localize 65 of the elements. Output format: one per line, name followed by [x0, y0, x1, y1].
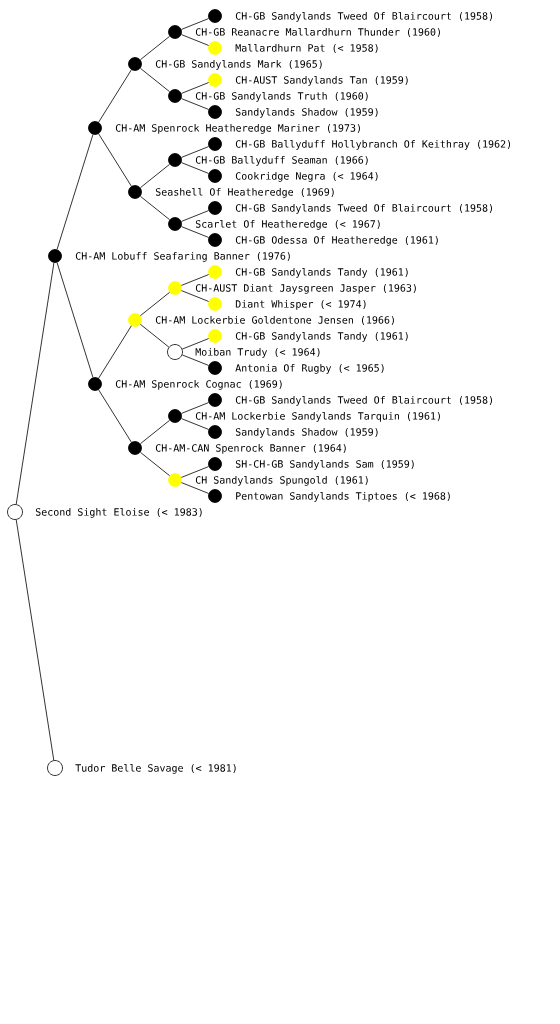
connector-line	[140, 163, 170, 189]
name-label: Moiban Trudy (< 1964)	[195, 348, 320, 358]
name-label: CH-GB Sandylands Tweed Of Blaircourt (1958)	[235, 11, 492, 22]
name-label: CH-GB Ballyduff Seaman (1966)	[195, 155, 368, 166]
name-label: CH-AM Lockerbie Sandylands Tarquin (1961)	[195, 411, 440, 422]
connector-line	[56, 134, 94, 250]
connector-line	[181, 18, 209, 30]
name-label: CH-GB Sandylands Tweed Of Blaircourt (1958)	[235, 395, 492, 406]
connector-line	[140, 451, 170, 477]
connector-line	[181, 210, 209, 222]
connector-line	[181, 354, 209, 366]
name-label: CH-GB Sandylands Tweed Of Blaircourt (1958)	[235, 203, 492, 214]
connector-line	[181, 466, 209, 478]
name-label: CH-GB Sandylands Mark (1965)	[155, 59, 322, 70]
connector-line	[140, 419, 170, 445]
name-label: CH-AUST Diant Jaysgreen Jasper (1963)	[195, 284, 416, 294]
name-label: Mallardhurn Pat (< 1958)	[235, 43, 378, 53]
connector-line	[181, 226, 209, 238]
name-label: CH-GB Odessa Of Heatheredge (1961)	[235, 236, 438, 246]
name-label: Sandylands Shadow (1959)	[235, 427, 378, 438]
connector-line	[56, 262, 94, 378]
name-label: Diant Whisper (< 1974)	[235, 300, 366, 310]
name-label: CH-GB Reanacre Mallardhurn Thunder (1960)	[195, 27, 440, 37]
name-label: CH-AUST Sandylands Tan (1959)	[235, 75, 408, 86]
name-label: Cookridge Negra (< 1964)	[235, 172, 378, 182]
connector-line	[181, 338, 209, 350]
name-label: Antonia Of Rugby (< 1965)	[235, 364, 384, 374]
name-label: Sandylands Shadow (1959)	[235, 107, 378, 118]
connector-line	[181, 82, 209, 94]
connector-line	[181, 146, 209, 158]
connector-line	[181, 402, 209, 414]
connector-line	[15, 262, 55, 505]
connector-line	[98, 389, 132, 443]
name-label: Seashell Of Heatheredge (1969)	[155, 187, 334, 198]
name-label: Tudor Belle Savage (< 1981)	[75, 763, 236, 774]
connector-line	[140, 35, 170, 61]
name-label: Pentowan Sandylands Tiptoes (< 1968)	[236, 491, 450, 502]
name-label: CH-AM Spenrock Cognac (1969)	[115, 380, 282, 390]
connector-line	[98, 133, 132, 187]
connector-line	[181, 418, 209, 430]
name-label: SH-CH-GB Sandylands Sam (1959)	[235, 459, 414, 470]
connector-line	[140, 323, 170, 348]
connector-line	[181, 274, 209, 286]
connector-line	[181, 290, 209, 302]
connector-line	[140, 195, 170, 221]
name-label: CH-GB Sandylands Truth (1960)	[195, 91, 368, 102]
connector-line	[181, 482, 209, 494]
name-label: CH-AM Lobuff Seafaring Banner (1976)	[75, 252, 290, 262]
connector-line	[98, 69, 132, 123]
connector-line	[140, 291, 170, 317]
name-label: CH-GB Sandylands Tandy (1961)	[235, 267, 408, 278]
connector-line	[98, 325, 132, 379]
name-label: CH Sandylands Spungold (1961)	[195, 475, 368, 486]
connector-line	[15, 519, 55, 761]
name-label: Scarlet Of Heatheredge (< 1967)	[195, 219, 380, 230]
name-label: Second Sight Eloise (< 1983)	[35, 507, 202, 518]
name-label: CH-GB Sandylands Tandy (1961)	[235, 331, 408, 342]
name-label: CH-AM-CAN Spenrock Banner (1964)	[155, 444, 346, 454]
connector-line	[181, 34, 209, 46]
name-label: CH-GB Ballyduff Hollybranch Of Keithray (1962)	[235, 139, 511, 150]
connector-line	[140, 67, 170, 93]
name-label: CH-AM Spenrock Heatheredge Mariner (1973)	[115, 124, 360, 134]
name-label: CH-AM Lockerbie Goldentone Jensen (1966)	[155, 315, 394, 325]
connector-line	[181, 98, 209, 110]
connector-line	[181, 162, 209, 174]
